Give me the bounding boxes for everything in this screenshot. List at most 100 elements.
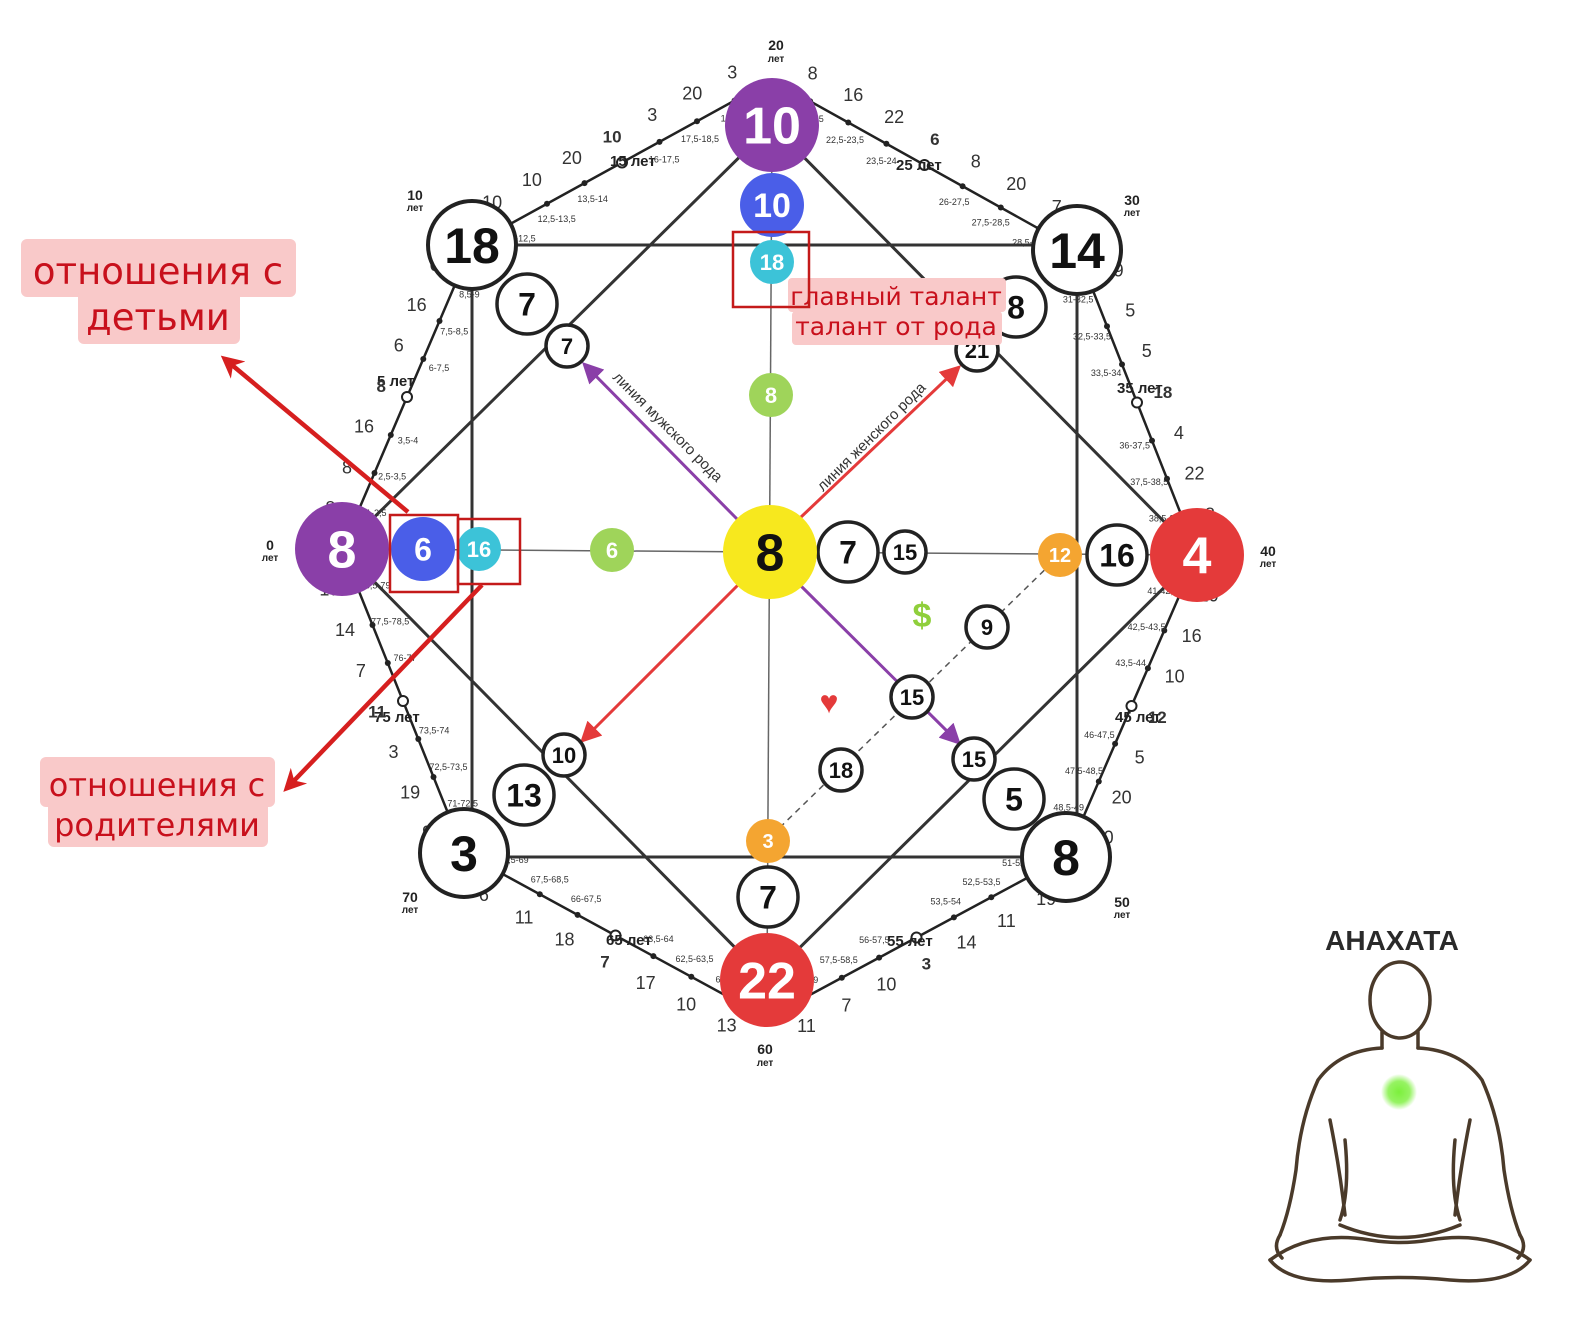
node-left-3: 16 [457,527,501,571]
outer-number: 13 [717,1015,737,1035]
age-70: 70 [402,889,418,905]
annotation-talent-line1: главный талант [790,282,1002,311]
outer-number: 10 [522,170,542,190]
meditation-figure-icon [1268,960,1532,1283]
age-tick [371,470,378,476]
node-value: 15 [962,747,986,772]
age-range-label: 46-47,5 [1084,730,1115,740]
male-line-arrow-up [582,362,740,522]
year-55: 55 лет [887,933,933,950]
node-br-2: 5 [982,767,1046,831]
male-line-arrow-down [798,583,961,745]
outer-number: 10 [1165,667,1185,687]
age-50-unit: лет [1114,910,1131,921]
age-range-label: 51-52,5 [1002,858,1033,868]
outer-number: 22 [1184,464,1204,484]
node-left-outer: 8 [295,502,389,596]
node-left-2: 6 [391,517,455,581]
node-value: 13 [506,778,542,814]
age-range-label: 66-67,5 [571,894,602,904]
age-tick [988,894,995,901]
age-range-label: 26-27,5 [939,197,970,207]
chakra-figure: АНАХАТА [1268,925,1532,1283]
age-tick [574,911,581,918]
heart-icon: ♥ [820,684,839,720]
outer-number: 18 [554,930,574,950]
age-range-label: 56-57,5 [859,935,890,945]
age-10: 10 [407,187,423,203]
age-range-label: 1-2,5 [366,508,387,518]
age-tick [650,953,657,960]
arrow-to-children-annotation [220,355,410,514]
highlight-box-left-16 [456,517,522,586]
age-range-label: 76-77 [393,653,416,663]
node-right-outer: 4 [1150,508,1244,602]
node-right-b: 15 [882,529,928,575]
age-tick [1095,778,1102,785]
node-value: 16 [1099,538,1135,574]
node-br-3: 15 [951,736,997,782]
outer-number: 10 [676,994,696,1014]
age-range-label: 32,5-33,5 [1073,331,1111,341]
node-value: 18 [444,218,500,274]
age-30: 30 [1124,192,1140,208]
age-marker [918,159,931,171]
age-60: 60 [757,1041,773,1057]
age-range-label: 12,5-13,5 [538,214,576,224]
outer-number: 20 [1112,788,1132,808]
year-65: 65 лет [606,932,652,949]
outer-number: 20 [682,84,702,104]
age-marker [397,695,409,707]
node-left-inner: 6 [590,528,634,572]
outer-number: 18 [1153,383,1172,402]
age-tick [430,774,437,780]
age-range-label: 77,5-78,5 [371,617,409,627]
age-40-unit: лет [1260,559,1277,570]
age-range-label: 72,5-73,5 [429,762,467,772]
age-30-unit: лет [1124,208,1141,219]
outer-number: 8 [342,458,352,478]
age-tick [415,736,422,742]
age-range-label: 67,5-68,5 [531,874,569,884]
age-tick [1161,627,1168,634]
year-labels: 5 лет 15 лет 25 лет 35 лет 45 лет 55 лет… [374,153,1163,950]
age-range-label: 27,5-28,5 [972,218,1010,228]
node-right-3: 12 [1038,533,1082,577]
age-tick [536,891,543,898]
outer-number: 3 [647,105,657,125]
age-range-label: 36-37,5 [1119,441,1150,451]
node-value: 3 [762,831,773,853]
age-20-unit: лет [768,54,785,65]
age-range-label: 6-7,5 [429,363,450,373]
outer-number: 7 [1052,197,1062,217]
outer-age-ranges: 11-12,512,5-13,513,5-1416-17,517,5-18,51… [360,114,1179,985]
node-value: 10 [743,98,801,156]
node-diag-c: 18 [818,747,864,793]
age-tick [1119,361,1125,368]
node-top-2: 10 [740,173,804,237]
outer-number: 4 [1174,423,1184,443]
age-range-label: 53,5-54 [931,896,962,906]
age-tick [688,973,695,980]
outer-number: 11 [368,703,386,722]
outer-number: 3 [727,63,737,83]
outer-number: 5 [1135,747,1145,767]
node-tr-outer: 14 [1031,204,1123,296]
highlight-box-top-18 [731,230,811,309]
annotation-parents: отношения с родителями [40,757,275,847]
age-20: 20 [768,37,784,53]
age-range-label: 2,5-3,5 [378,472,406,482]
year-5: 5 лет [377,373,414,390]
age-marker [910,931,923,944]
node-value: 6 [414,532,432,568]
node-value: 4 [1183,528,1212,586]
age-range-label: 33,5-34 [1091,368,1122,378]
age-range-label: 73,5-74 [419,726,450,736]
outer-number: 22 [884,107,904,127]
outer-number: 12 [1148,708,1167,727]
node-value: 9 [981,615,993,640]
outer-number: 10 [603,127,622,146]
